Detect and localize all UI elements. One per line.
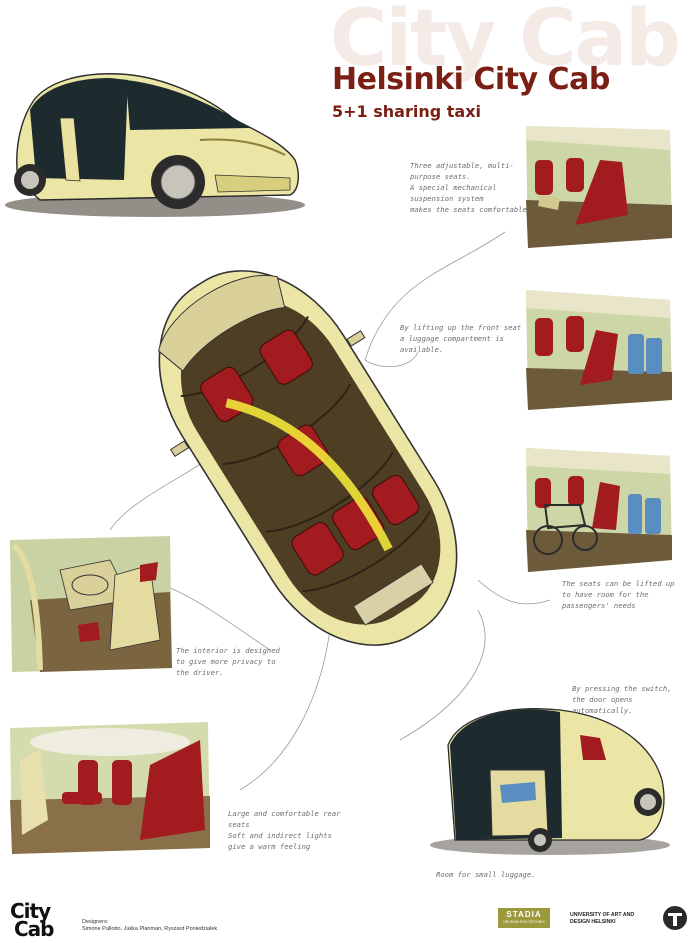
- exterior-car-sketch: [5, 73, 305, 217]
- note-door: By pressing the switch,the door opens au…: [572, 684, 672, 715]
- interior-panel-driver: [10, 536, 172, 672]
- university-name: UNIVERSITY OF ART AND DESIGN HELSINKI: [570, 912, 635, 925]
- interior-panel-wheelchair: [526, 448, 672, 572]
- page-title: Helsinki City Cab: [332, 62, 610, 97]
- interior-panel-lounge: [10, 722, 210, 854]
- university-logo-icon: [663, 906, 687, 930]
- interior-panel-seats: [526, 126, 672, 248]
- watermark-text: City Cab: [330, 0, 681, 84]
- stadia-logo: STADIA HELSINKI POLYTECHNIC: [498, 908, 550, 928]
- interior-panel-luggage: [526, 290, 672, 410]
- page-subtitle: 5+1 sharing taxi: [332, 102, 481, 121]
- designers-credit: Designers: Simone Pallotto, Jukka Planma…: [82, 919, 218, 932]
- rear-open-car-sketch: [430, 708, 670, 855]
- note-seats: Three adjustable, multi-purpose seats.A …: [410, 161, 527, 214]
- citycab-logo: City Cab: [10, 899, 54, 941]
- note-trunk: Room for small luggage.: [436, 870, 536, 879]
- topdown-cutaway-car: [157, 270, 458, 646]
